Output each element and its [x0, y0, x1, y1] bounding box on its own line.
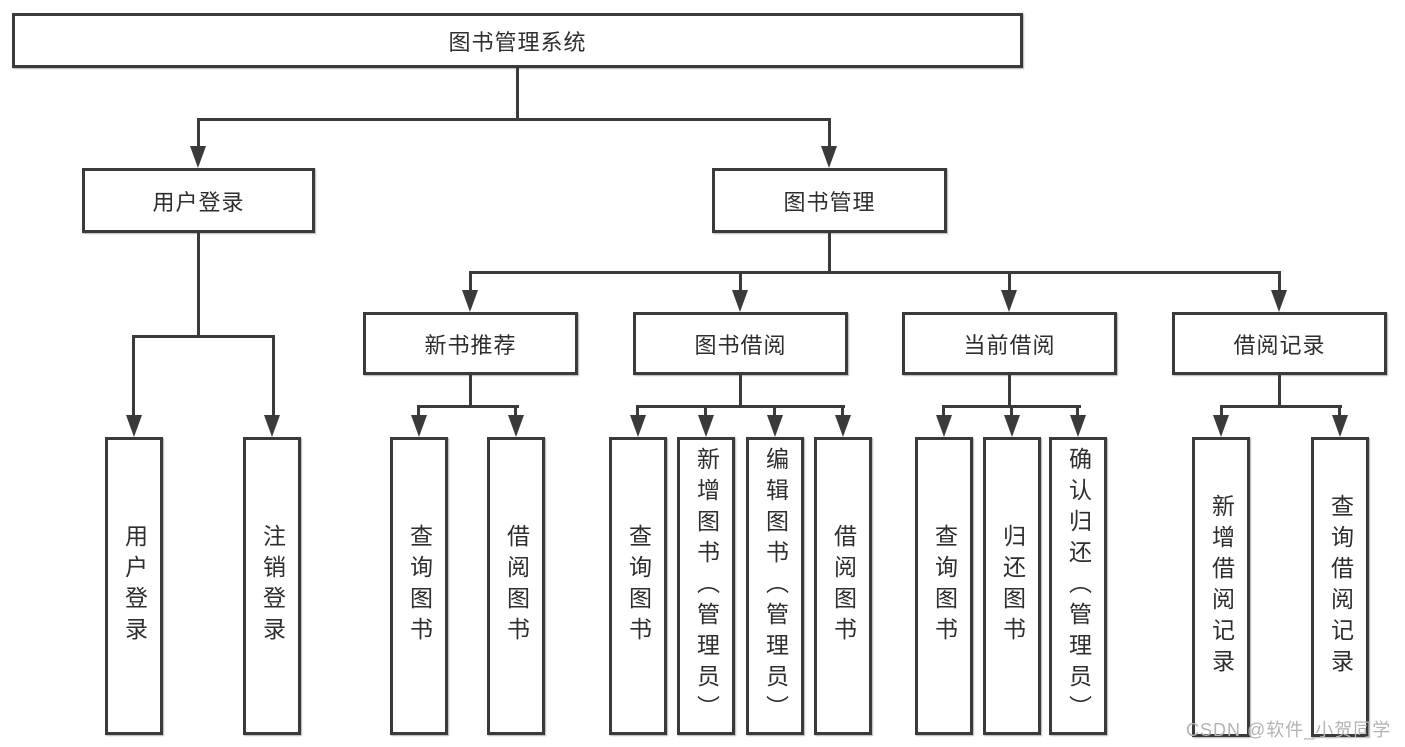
connector-line [469, 271, 472, 293]
arrow-down-icon [1271, 290, 1287, 312]
leaf-label: 注销登录 [259, 524, 286, 648]
node-label: 图书管理 [783, 189, 876, 215]
arrow-down-icon [821, 146, 837, 168]
connector-line [197, 118, 200, 150]
leaf-label: 编辑图书（管理员） [762, 446, 789, 726]
leaf-label: 归还图书 [999, 524, 1026, 648]
leaf-confirm-return-admin: 确认归还（管理员） [1049, 437, 1107, 735]
node-borrowing-records: 借阅记录 [1172, 312, 1387, 375]
connector-line [1076, 405, 1079, 419]
arrow-down-icon [1001, 290, 1017, 312]
connector-line [1220, 405, 1223, 419]
leaf-borrow-books-recommend: 借阅图书 [487, 437, 545, 735]
connector-line [739, 375, 742, 408]
leaf-label: 查询借阅记录 [1327, 494, 1354, 680]
arrow-down-icon [190, 146, 206, 168]
leaf-label: 确认归还（管理员） [1065, 446, 1092, 726]
leaf-query-books-recommend: 查询图书 [390, 437, 448, 735]
leaf-label: 查询图书 [931, 524, 958, 648]
watermark: CSDN @软件_小贺同学 [1186, 720, 1392, 740]
leaf-add-book-admin: 新增图书（管理员） [677, 437, 735, 735]
connector-line [1008, 271, 1011, 293]
leaf-add-borrow-record: 新增借阅记录 [1192, 437, 1250, 737]
leaf-borrow-books-borrowing: 借阅图书 [814, 437, 872, 735]
connector-line [739, 271, 742, 293]
connector-line [828, 118, 831, 150]
node-current-borrowing: 当前借阅 [902, 312, 1117, 375]
connector-line [197, 233, 200, 337]
arrow-down-icon [1332, 415, 1348, 437]
node-book-management: 图书管理 [712, 168, 947, 233]
arrow-down-icon [1004, 415, 1020, 437]
connector-line [469, 375, 472, 408]
arrow-down-icon [508, 415, 524, 437]
connector-line [828, 233, 831, 273]
arrow-down-icon [126, 415, 142, 437]
leaf-label: 用户登录 [121, 524, 148, 648]
connector-line [1278, 375, 1281, 408]
leaf-label: 新增图书（管理员） [693, 446, 720, 726]
arrow-down-icon [411, 415, 427, 437]
connector-line [272, 335, 275, 417]
connector-line [1278, 271, 1281, 293]
connector-line [514, 405, 517, 419]
node-library-management-system: 图书管理系统 [12, 13, 1023, 68]
connector-line [132, 335, 275, 338]
node-label: 用户登录 [152, 189, 245, 215]
leaf-label: 查询图书 [625, 524, 652, 648]
arrow-down-icon [1070, 415, 1086, 437]
leaf-query-books-borrowing: 查询图书 [609, 437, 667, 735]
leaf-query-borrow-record: 查询借阅记录 [1311, 437, 1369, 737]
connector-line [636, 405, 845, 408]
connector-line [636, 405, 639, 419]
connector-line [704, 405, 707, 419]
arrow-down-icon [767, 415, 783, 437]
arrow-down-icon [698, 415, 714, 437]
leaf-label: 新增借阅记录 [1208, 494, 1235, 680]
connector-line [1008, 375, 1011, 408]
connector-line [132, 335, 135, 417]
leaf-edit-book-admin: 编辑图书（管理员） [746, 437, 804, 735]
node-label: 新书推荐 [424, 332, 517, 358]
node-user-login: 用户登录 [82, 168, 315, 233]
connector-line [417, 405, 420, 419]
connector-line [197, 118, 831, 121]
leaf-query-books-current: 查询图书 [915, 437, 973, 735]
leaf-label: 借阅图书 [503, 524, 530, 648]
connector-line [1338, 405, 1341, 419]
connector-line [516, 68, 519, 120]
arrow-down-icon [936, 415, 952, 437]
connector-line [841, 405, 844, 419]
node-book-borrowing: 图书借阅 [633, 312, 848, 375]
node-label: 借阅记录 [1233, 332, 1326, 358]
arrow-down-icon [264, 415, 280, 437]
leaf-label: 借阅图书 [830, 524, 857, 648]
arrow-down-icon [835, 415, 851, 437]
connector-line [1010, 405, 1013, 419]
node-label: 图书管理系统 [448, 29, 587, 55]
connector-line [773, 405, 776, 419]
arrow-down-icon [1213, 415, 1229, 437]
node-new-book-recommend: 新书推荐 [363, 312, 578, 375]
connector-line [1220, 405, 1342, 408]
connector-line [469, 271, 1281, 274]
leaf-return-book: 归还图书 [983, 437, 1041, 735]
arrow-down-icon [462, 290, 478, 312]
leaf-label: 查询图书 [406, 524, 433, 648]
arrow-down-icon [630, 415, 646, 437]
connector-line [417, 405, 519, 408]
node-label: 图书借阅 [694, 332, 787, 358]
connector-line [942, 405, 945, 419]
arrow-down-icon [732, 290, 748, 312]
leaf-user-login: 用户登录 [105, 437, 163, 735]
node-label: 当前借阅 [963, 332, 1056, 358]
leaf-logout: 注销登录 [243, 437, 301, 735]
